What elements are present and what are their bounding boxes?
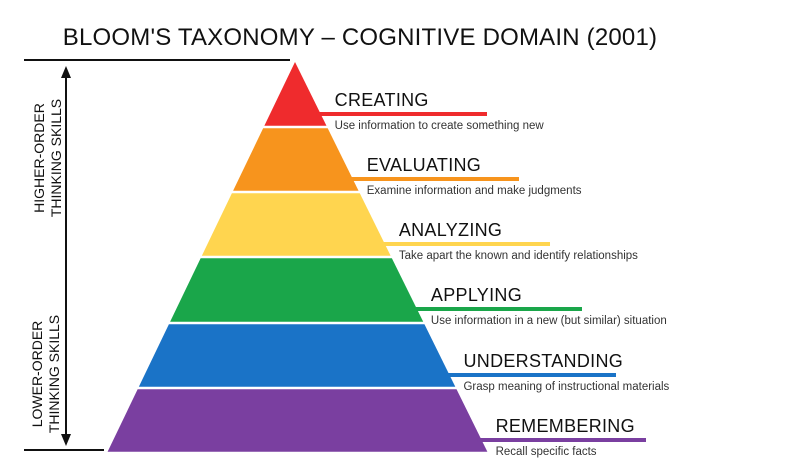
pyramid-layer-creating (264, 62, 327, 126)
lower-order-label: LOWER-ORDER THINKING SKILLS (29, 308, 63, 440)
lower-order-line-2: THINKING SKILLS (46, 314, 62, 434)
lower-order-line-1: LOWER-ORDER (29, 320, 45, 428)
higher-order-line-2: THINKING SKILLS (48, 98, 64, 218)
level-name-analyzing: ANALYZING (398, 220, 503, 240)
higher-order-line-1: HIGHER-ORDER (31, 103, 47, 213)
level-description-analyzing: Take apart the known and identify relati… (398, 250, 638, 262)
level-name-applying: APPLYING (430, 285, 523, 305)
arrow-down-icon (61, 434, 71, 446)
pyramid-layer-remembering (107, 389, 488, 452)
page-title: BLOOM'S TAXONOMY – COGNITIVE DOMAIN (200… (62, 24, 658, 51)
arrow-up-icon (61, 66, 71, 78)
level-description-remembering: Recall specific facts (495, 446, 597, 458)
pyramid-layer-analyzing (201, 193, 391, 256)
level-name-evaluating: EVALUATING (366, 155, 482, 175)
level-description-evaluating: Examine information and make judgments (366, 185, 582, 197)
pyramid-layers (107, 62, 646, 452)
level-description-understanding: Grasp meaning of instructional materials (463, 381, 670, 393)
pyramid-layer-evaluating (233, 128, 359, 191)
level-name-understanding: UNDERSTANDING (463, 351, 624, 371)
pyramid-layer-understanding (138, 324, 456, 387)
level-description-applying: Use information in a new (but similar) s… (430, 315, 667, 327)
higher-order-label: HIGHER-ORDER THINKING SKILLS (31, 92, 65, 224)
level-description-creating: Use information to create something new (334, 120, 544, 132)
level-name-remembering: REMEMBERING (495, 416, 635, 436)
level-name-creating: CREATING (334, 90, 429, 110)
pyramid-layer-applying (170, 258, 424, 322)
